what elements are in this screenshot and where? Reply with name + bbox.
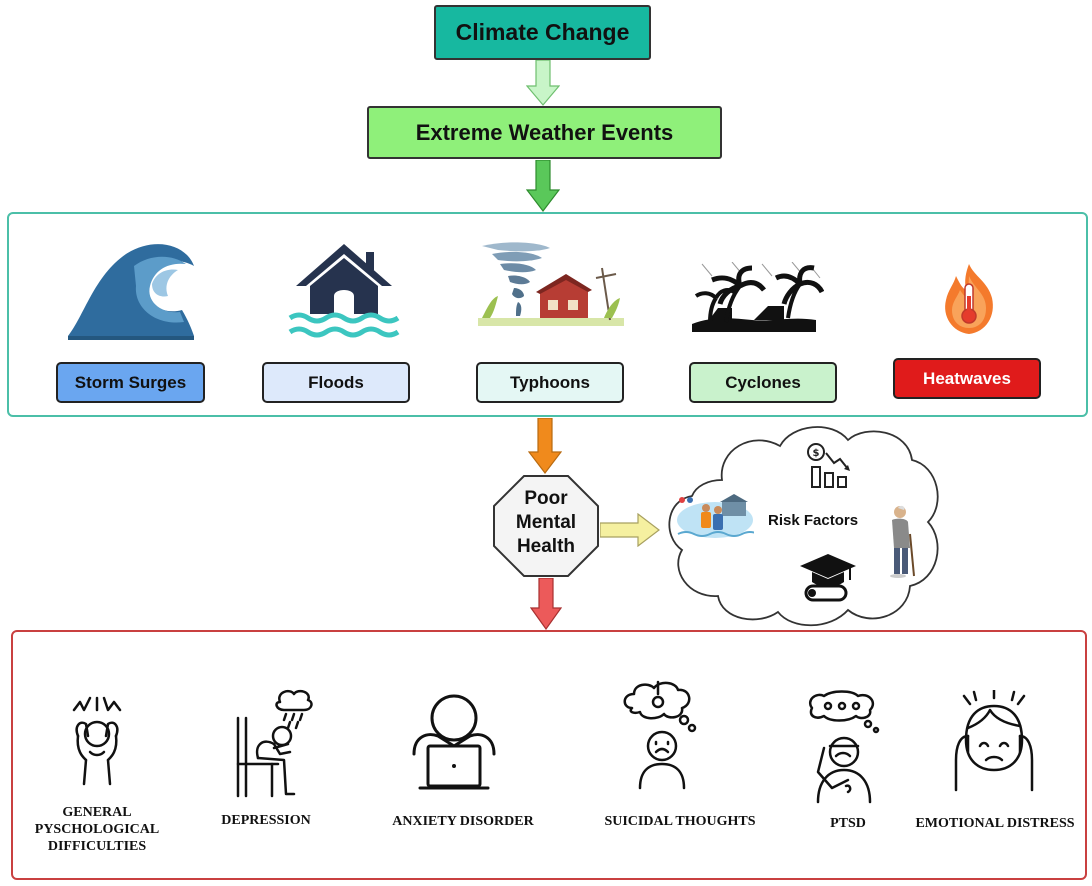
effect-label-ptsd: PTSD [816,815,880,832]
stressed-head-icon [72,696,122,786]
event-label-heatwaves: Heatwaves [893,358,1041,399]
noose-thought-icon [623,680,697,790]
poor-mental-health-octagon [493,475,599,577]
poor-label: Poor [524,488,568,509]
person-laptop-icon [412,694,496,790]
event-label-text: Typhoons [510,372,590,392]
thermometer-fire-icon [945,264,993,334]
distressed-face-icon [954,690,1034,792]
risk-factors-label: Risk Factors [768,512,859,529]
climate-change-box: Climate Change [434,5,651,60]
weather-events-panel [7,212,1088,417]
arrow-down-green [526,160,560,212]
event-label-typhoons: Typhoons [476,362,624,403]
effect-label-line: EMOTIONAL DISTRESS [915,816,1075,831]
event-label-storm-surges: Storm Surges [56,362,205,403]
effect-label-emotional: EMOTIONAL DISTRESS [908,815,1082,832]
effect-label-line: PTSD [830,816,866,831]
effect-label-line: DEPRESSION [221,813,311,828]
mental-label: Mental [515,512,577,533]
arrow-down-red [530,578,562,630]
svg-text:$: $ [813,448,820,459]
graduation-cap-icon [800,554,856,602]
effect-label-line: PYSCHOLOGICAL [34,822,160,837]
poor-mental-health-text: Poor Mental Health [494,487,598,559]
rescue-flood-icon [677,494,754,538]
arrow-down-orange [528,418,562,474]
mental-health-effects-panel [11,630,1087,880]
flooded-house-icon [288,244,400,338]
cyclone-palms-icon [692,262,824,332]
effect-label-line: DIFFICULTIES [47,839,147,854]
extreme-weather-box: Extreme Weather Events [367,106,722,159]
typhoon-icon [478,242,624,326]
sad-person-chair-icon [236,689,313,798]
effect-label-depression: DEPRESSION [206,812,326,829]
event-label-text: Heatwaves [923,368,1011,388]
event-label-text: Storm Surges [74,372,187,392]
elderly-person-icon [890,505,915,578]
arrow-down-light-green [526,60,560,106]
effect-label-line: SUICIDAL THOUGHTS [604,814,756,829]
climate-change-label: Climate Change [455,19,630,45]
effect-label-suicidal: SUICIDAL THOUGHTS [590,813,770,830]
extreme-weather-label: Extreme Weather Events [415,119,674,145]
effect-label-general: GENERAL PYSCHOLOGICAL DIFFICULTIES [30,804,164,855]
event-label-text: Cyclones [725,372,801,392]
effect-label-line: ANXIETY DISORDER [392,814,534,829]
injured-person-icon [808,690,880,804]
event-label-text: Floods [308,372,364,392]
risk-factors-cloud [668,426,939,627]
money-decline-chart-icon: $ [807,443,850,488]
wave-icon [68,244,194,340]
arrow-right-yellow [600,513,660,547]
effect-label-anxiety: ANXIETY DISORDER [378,813,548,830]
health-label: Health [516,536,576,557]
event-label-cyclones: Cyclones [689,362,837,403]
effect-label-line: GENERAL [62,805,132,820]
event-label-floods: Floods [262,362,410,403]
